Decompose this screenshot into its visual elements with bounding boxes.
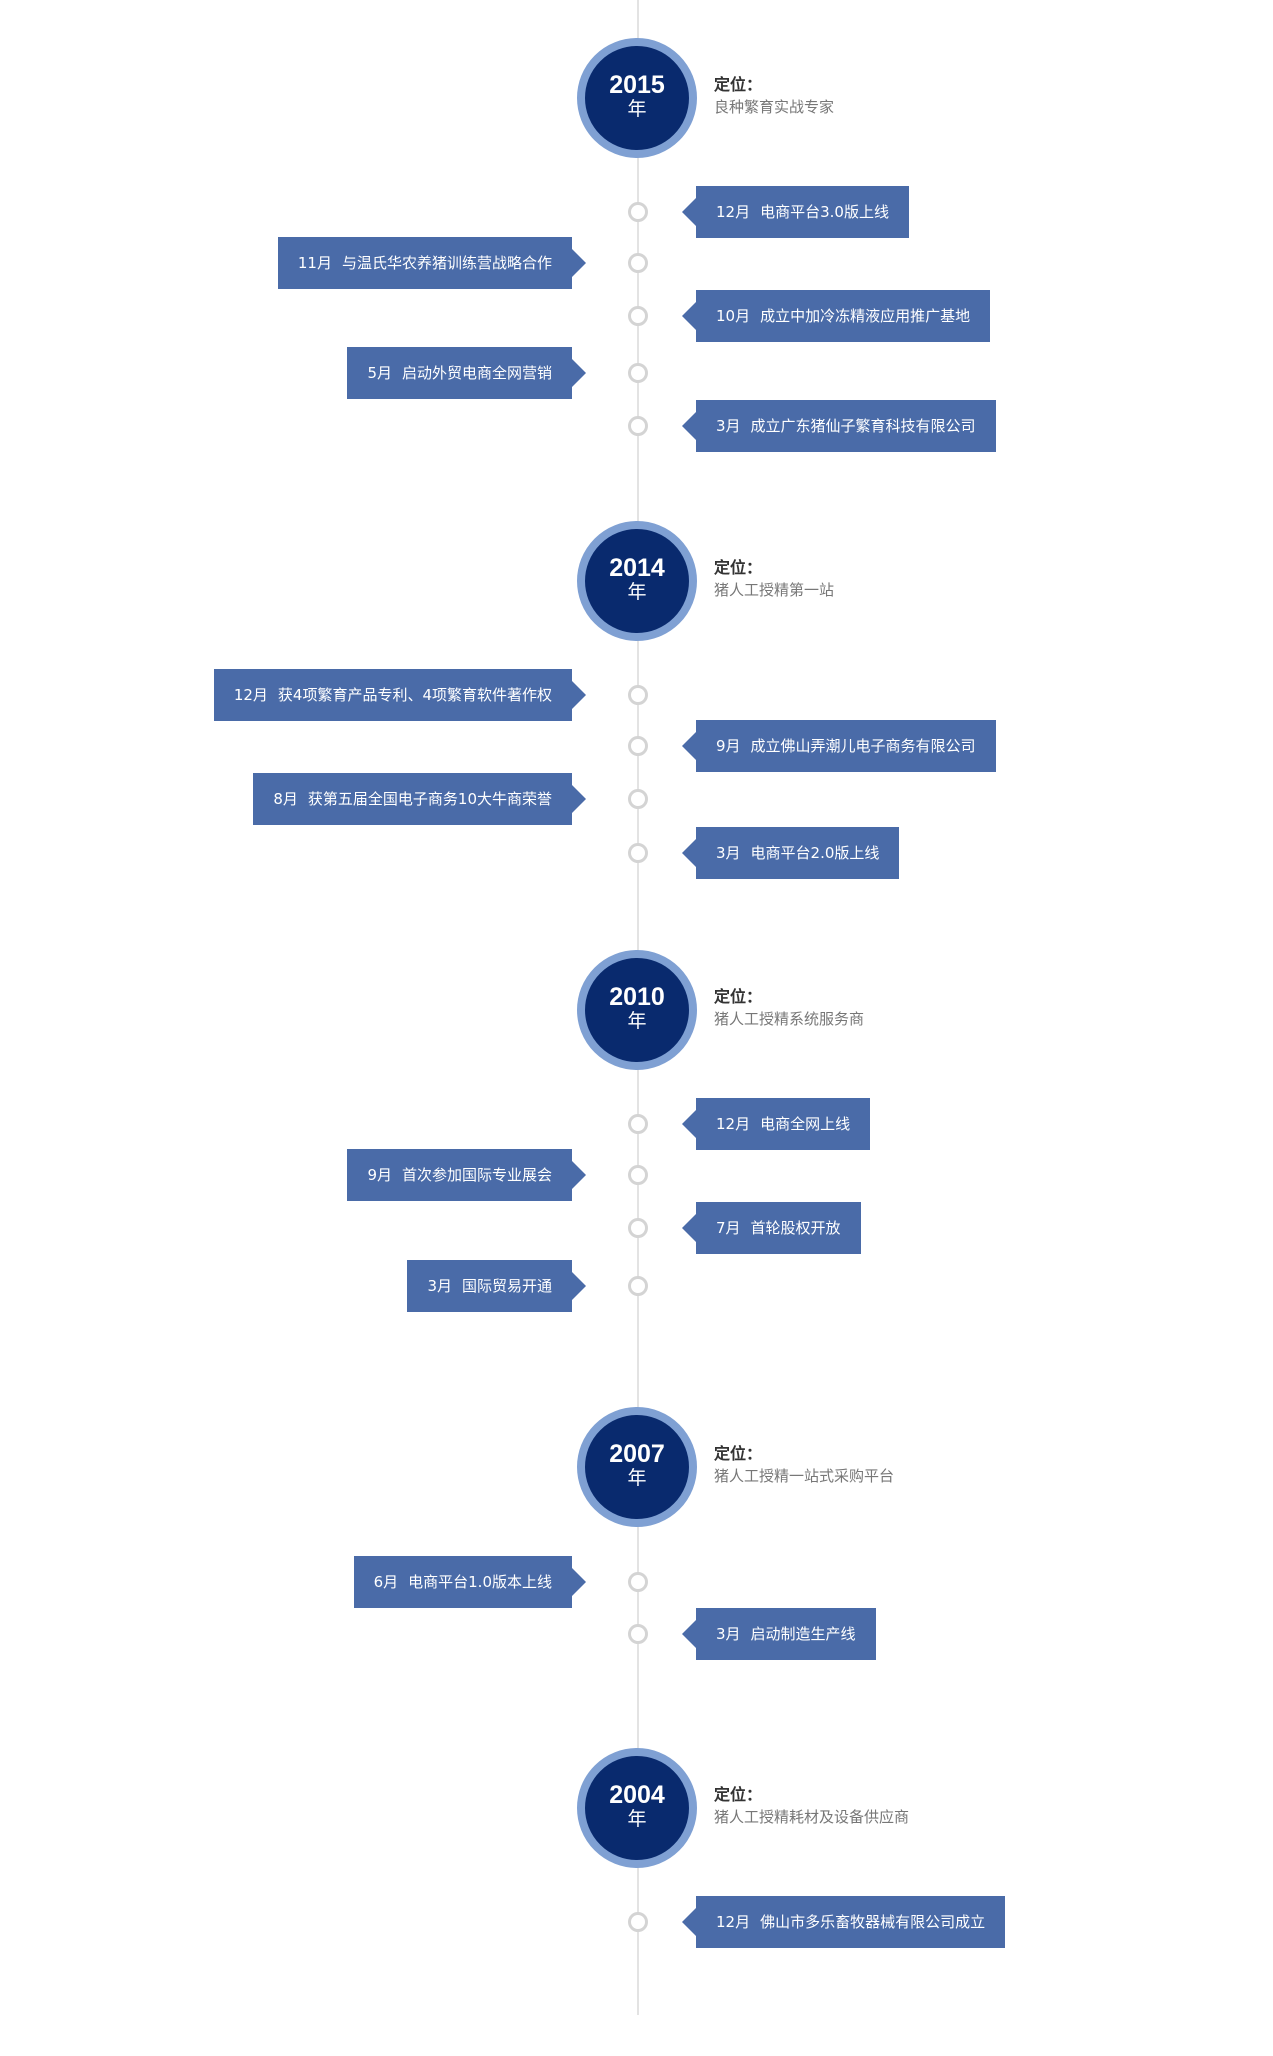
timeline-event: 3月成立广东猪仙子繁育科技有限公司 (682, 400, 996, 452)
year-unit: 年 (627, 1808, 647, 1830)
timeline-dot (628, 202, 648, 222)
event-text: 电商平台1.0版本上线 (408, 1573, 552, 1591)
timeline-event: 10月成立中加冷冻精液应用推广基地 (681, 290, 991, 342)
event-text: 电商平台2.0版上线 (750, 844, 880, 862)
timeline-event: 12月获4项繁育产品专利、4项繁育软件著作权 (213, 669, 587, 721)
event-text: 获4项繁育产品专利、4项繁育软件著作权 (277, 686, 552, 704)
timeline-dot (628, 416, 648, 436)
event-text: 国际贸易开通 (461, 1277, 552, 1295)
timeline-event: 3月电商平台2.0版上线 (681, 827, 900, 879)
timeline-dot (628, 736, 648, 756)
timeline-event: 8月获第五届全国电子商务10大牛商荣誉 (253, 773, 586, 825)
event-month: 12月 (716, 1115, 751, 1133)
position-value: 猪人工授精一站式采购平台 (714, 1467, 895, 1485)
event-text: 首轮股权开放 (750, 1219, 841, 1237)
event-text: 电商平台3.0版上线 (760, 203, 889, 221)
event-month: 9月 (367, 1166, 392, 1184)
timeline-event: 6月电商平台1.0版本上线 (353, 1556, 587, 1608)
timeline-dot (628, 253, 648, 273)
timeline-event: 3月启动制造生产线 (682, 1608, 876, 1660)
event-text: 启动外贸电商全网营销 (401, 364, 552, 382)
timeline-event: 5月启动外贸电商全网营销 (347, 347, 586, 399)
position-value: 猪人工授精耗材及设备供应商 (714, 1808, 910, 1826)
event-month: 6月 (373, 1573, 399, 1591)
timeline-dot (628, 1572, 648, 1592)
event-text: 启动制造生产线 (750, 1625, 856, 1643)
event-month: 3月 (716, 417, 741, 435)
event-month: 3月 (716, 844, 741, 862)
position-label: 定位： (714, 1444, 763, 1463)
event-month: 9月 (716, 737, 741, 755)
timeline-dot (628, 306, 648, 326)
timeline-event: 12月电商平台3.0版上线 (682, 186, 909, 238)
event-month: 11月 (297, 254, 332, 272)
event-month: 3月 (716, 1625, 741, 1643)
timeline-dot (628, 1912, 648, 1932)
timeline-dot (628, 1218, 648, 1238)
event-text: 成立广东猪仙子繁育科技有限公司 (750, 417, 976, 435)
event-month: 8月 (273, 790, 298, 808)
year-number: 2010 (609, 983, 665, 1011)
timeline-event: 7月首轮股权开放 (682, 1202, 861, 1254)
event-month: 10月 (716, 307, 751, 325)
timeline-event: 11月与温氏华农养猪训练营战略合作 (277, 237, 587, 289)
timeline-dot (628, 685, 648, 705)
year-unit: 年 (627, 581, 647, 603)
timeline-dot (628, 1114, 648, 1134)
timeline-dot (628, 1165, 648, 1185)
timeline-dot (628, 363, 648, 383)
event-month: 3月 (427, 1277, 452, 1295)
position-value: 猪人工授精系统服务商 (714, 1010, 865, 1028)
event-text: 电商全网上线 (760, 1115, 851, 1133)
year-unit: 年 (627, 98, 647, 120)
event-text: 成立中加冷冻精液应用推广基地 (760, 307, 971, 325)
timeline-dot (628, 1624, 648, 1644)
year-number: 2007 (609, 1440, 665, 1468)
event-text: 与温氏华农养猪训练营战略合作 (341, 254, 552, 272)
timeline-event: 9月成立佛山弄潮儿电子商务有限公司 (682, 720, 996, 772)
year-number: 2004 (609, 1781, 665, 1809)
position-label: 定位： (714, 75, 763, 94)
event-text: 佛山市多乐畜牧器械有限公司成立 (760, 1913, 986, 1931)
event-text: 获第五届全国电子商务10大牛商荣誉 (307, 790, 552, 808)
timeline-dot (628, 1276, 648, 1296)
year-number: 2015 (609, 71, 665, 99)
timeline-dot (628, 843, 648, 863)
timeline-event: 9月首次参加国际专业展会 (347, 1149, 586, 1201)
event-month: 12月 (233, 686, 268, 704)
timeline-event: 3月国际贸易开通 (407, 1260, 586, 1312)
timeline-dot (628, 789, 648, 809)
position-label: 定位： (714, 987, 763, 1006)
event-month: 5月 (367, 364, 392, 382)
year-number: 2014 (609, 554, 665, 582)
timeline-event: 12月电商全网上线 (681, 1098, 871, 1150)
event-month: 12月 (716, 203, 751, 221)
timeline-event: 12月佛山市多乐畜牧器械有限公司成立 (681, 1896, 1006, 1948)
event-month: 12月 (716, 1913, 751, 1931)
position-label: 定位： (714, 1785, 763, 1804)
event-text: 首次参加国际专业展会 (401, 1166, 552, 1184)
year-unit: 年 (627, 1467, 647, 1489)
position-label: 定位： (714, 558, 763, 577)
position-value: 良种繁育实战专家 (714, 98, 835, 116)
event-text: 成立佛山弄潮儿电子商务有限公司 (750, 737, 976, 755)
event-month: 7月 (716, 1219, 741, 1237)
year-unit: 年 (627, 1010, 647, 1032)
position-value: 猪人工授精第一站 (714, 581, 835, 599)
